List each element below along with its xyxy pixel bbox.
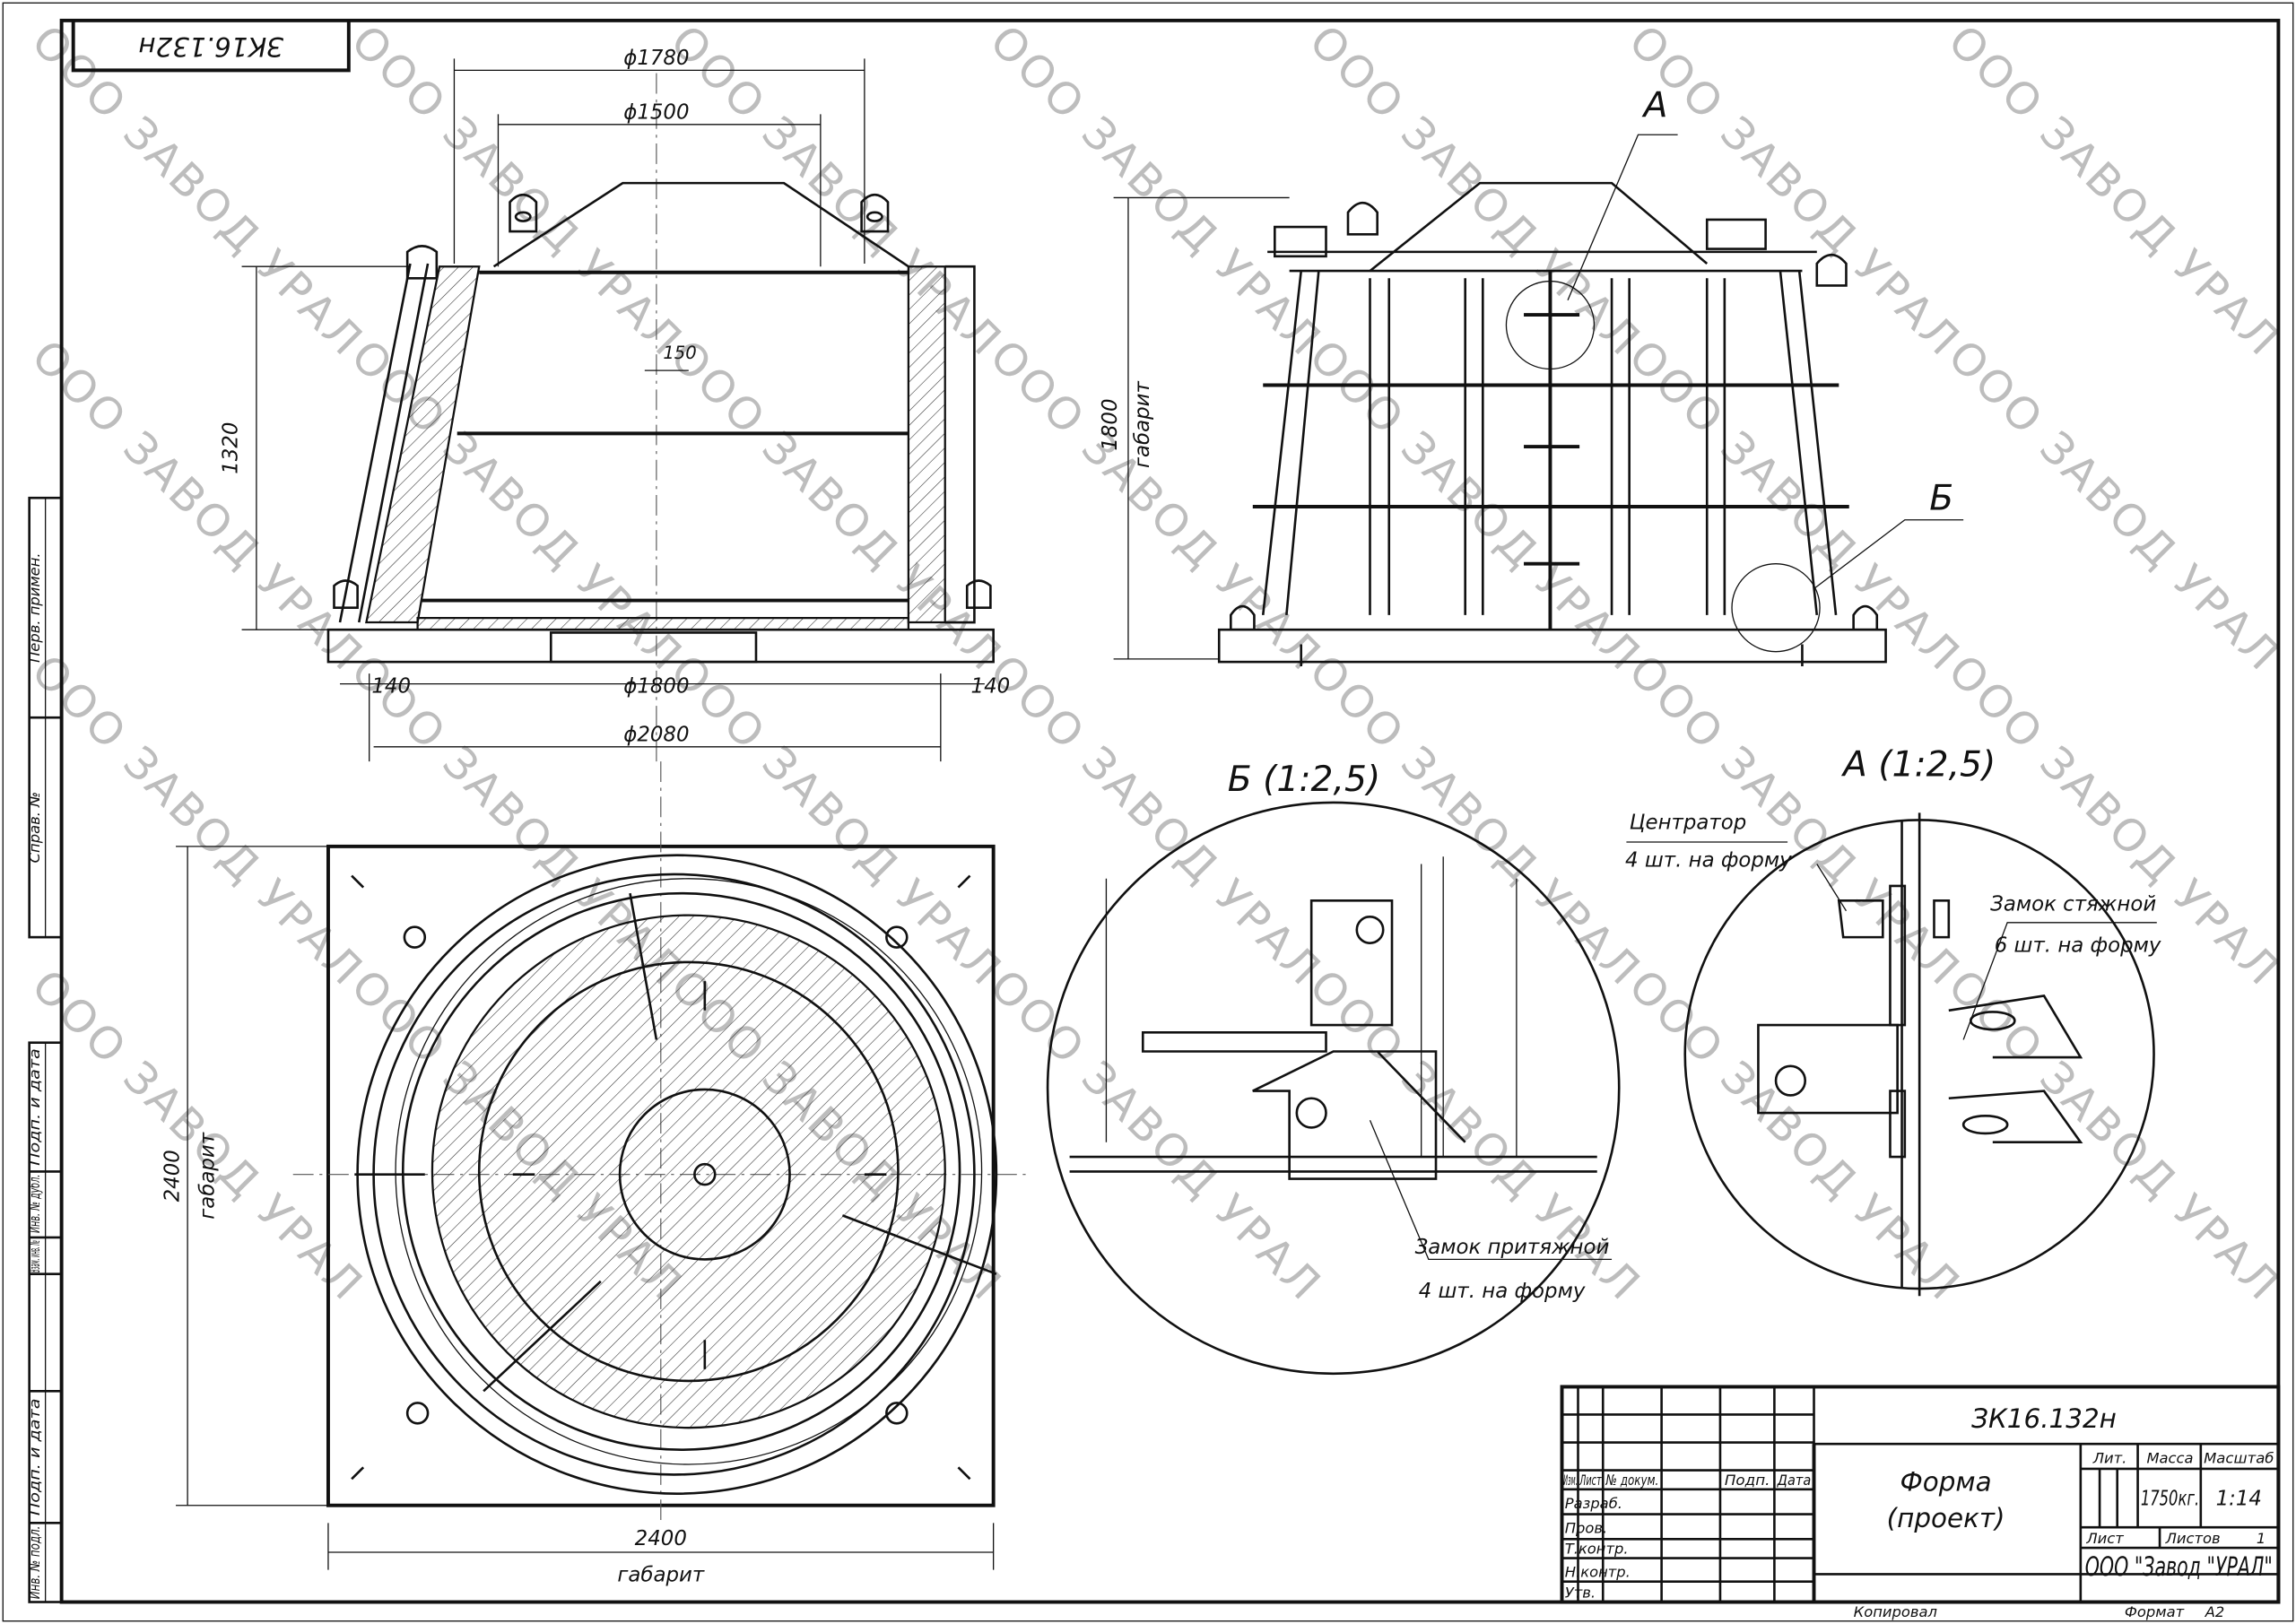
detail-b-title: Б (1:2,5) xyxy=(1228,760,1380,800)
watermark-text: ООО ЗАВОД УРАЛ xyxy=(660,15,1012,367)
tb-scale: 1:14 xyxy=(2216,1488,2262,1511)
dim-gabarit: габарит xyxy=(1131,380,1154,467)
dim-w150: 150 xyxy=(663,343,696,363)
col-label: Перв. примен. xyxy=(26,552,43,663)
dim-d1780: ϕ1780 xyxy=(623,47,689,70)
side-view: А Б 1800 габарит xyxy=(1099,86,1964,667)
tb-col: Лист xyxy=(1579,1472,1602,1489)
tb-copied: Копировал xyxy=(1854,1603,1937,1620)
detail-a: А (1:2,5) Центратор 4 шт. на форму Замок… xyxy=(1625,744,2161,1297)
col-label: Подп. и дата xyxy=(26,1048,43,1166)
col-label: Инв. № дубл. xyxy=(26,1175,43,1233)
dim-140-left: 140 xyxy=(371,674,411,698)
tb-sheet: Лист xyxy=(2085,1530,2124,1547)
front-section-view: ϕ1780 ϕ1500 1320 150 ϕ1800 140 140 ϕ2080 xyxy=(220,47,1011,762)
col-label: Инв. № подл. xyxy=(26,1526,43,1600)
tb-company: ООО "Завод "УРАЛ" xyxy=(2085,1551,2273,1582)
watermark-text: ООО ЗАВОД УРАЛ xyxy=(1619,15,1970,367)
col-label: Взам. инв. № xyxy=(26,1240,43,1272)
detail-b-label: Замок притяжной xyxy=(1415,1236,1610,1259)
tb-row: Т.контр. xyxy=(1565,1541,1629,1558)
tb-row: Н.контр. xyxy=(1565,1564,1631,1581)
watermark-text: ООО ЗАВОД УРАЛ xyxy=(980,645,1332,996)
tb-col: Дата xyxy=(1777,1472,1811,1489)
watermark-text: ООО ЗАВОД УРАЛ xyxy=(1619,960,1970,1311)
tb-format: А2 xyxy=(2205,1603,2225,1620)
lock-label: Замок стяжной xyxy=(1990,893,2156,916)
tb-row: Пров. xyxy=(1565,1520,1607,1537)
dim-plan-w2400: 2400 xyxy=(635,1527,687,1550)
dim-d2080: ϕ2080 xyxy=(623,723,689,746)
watermark-text: ООО ЗАВОД УРАЛ xyxy=(1938,330,2290,682)
tb-col: Подп. xyxy=(1725,1472,1770,1489)
centrator-qty: 4 шт. на форму xyxy=(1625,849,1792,873)
lock-qty: 6 шт. на форму xyxy=(1995,934,2161,957)
callout-b: Б xyxy=(1929,478,1953,518)
watermark-text: ООО ЗАВОД УРАЛ xyxy=(22,645,373,996)
tb-name: Форма xyxy=(1900,1466,1991,1497)
watermark-text: ООО ЗАВОД УРАЛ xyxy=(1300,15,1651,367)
dim-140-right: 140 xyxy=(971,674,1011,698)
tb-scale-label: Масштаб xyxy=(2204,1449,2274,1466)
title-block: ЗК16.132н Форма (проект) Изм. Лист № док… xyxy=(1560,1385,2281,1620)
tb-mass-label: Масса xyxy=(2146,1449,2193,1466)
watermark-text: ООО ЗАВОД УРАЛ xyxy=(980,15,1332,367)
detail-a-marker xyxy=(1505,280,1596,370)
detail-b-qty: 4 шт. на форму xyxy=(1419,1280,1586,1303)
tb-sheets-count: 1 xyxy=(2257,1530,2266,1547)
tb-lit: Лит. xyxy=(2092,1449,2127,1466)
tb-name-sub: (проект) xyxy=(1887,1503,2005,1533)
tb-row: Утв. xyxy=(1565,1585,1596,1602)
tb-sheets: Листов xyxy=(2165,1530,2221,1547)
detail-b-marker xyxy=(1731,563,1821,653)
tb-mass: 1750кг. xyxy=(2141,1488,2199,1511)
tb-format-label: Формат xyxy=(2125,1603,2185,1620)
watermark-text: ООО ЗАВОД УРАЛ xyxy=(1300,645,1651,996)
detail-b: Б (1:2,5) Замок притяжной 4 шт. на форму xyxy=(1046,760,1621,1376)
dim-plan-gabarit-h: габарит xyxy=(617,1564,705,1587)
dim-d1500: ϕ1500 xyxy=(623,100,689,124)
watermark-text: ООО ЗАВОД УРАЛ xyxy=(980,960,1332,1311)
col-label: Подп. и дата xyxy=(26,1399,43,1516)
dim-h1800: 1800 xyxy=(1099,398,1122,450)
tb-col: Изм. xyxy=(1563,1472,1578,1489)
tb-designation: ЗК16.132н xyxy=(1971,1403,2117,1434)
corner-stamp: ЗК16.132н xyxy=(71,20,351,73)
dim-plan-gabarit-v: габарит xyxy=(196,1132,220,1219)
dim-plan-h2400: 2400 xyxy=(161,1150,184,1202)
watermark-text: ООО ЗАВОД УРАЛ xyxy=(1938,15,2290,367)
plan-view: 2400 габарит 2400 габарит xyxy=(161,761,1026,1587)
callout-a: А xyxy=(1641,86,1668,126)
detail-a-title: А (1:2,5) xyxy=(1840,744,1996,785)
tb-col: № докум. xyxy=(1605,1472,1659,1489)
dim-d1800: ϕ1800 xyxy=(623,674,689,698)
centrator-label: Центратор xyxy=(1630,811,1746,834)
side-column: Перв. примен. Справ. № Подп. и дата Инв.… xyxy=(26,496,63,1603)
col-label: Справ. № xyxy=(26,792,43,863)
dim-h1320: 1320 xyxy=(220,422,243,474)
tb-row: Разраб. xyxy=(1565,1495,1622,1512)
corner-stamp-text: ЗК16.132н xyxy=(138,31,283,62)
